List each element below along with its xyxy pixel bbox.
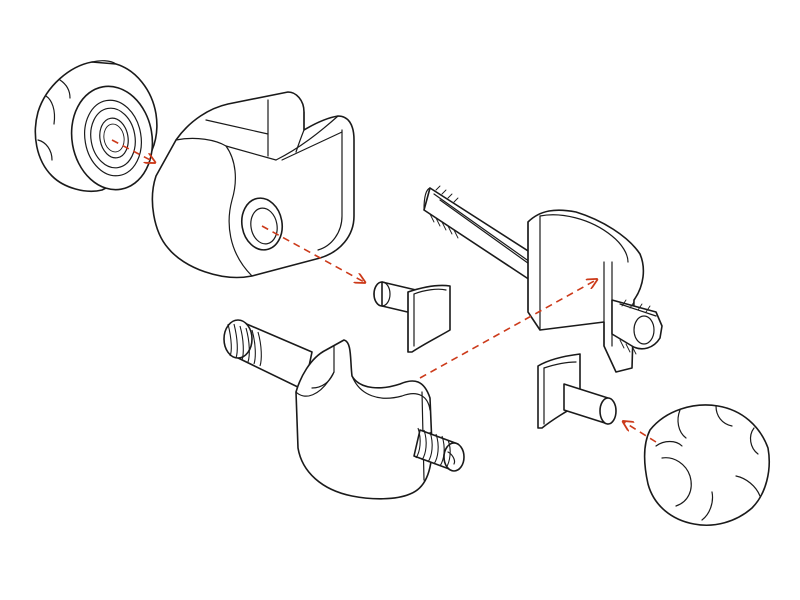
second-clamp-pin [537,353,617,429]
small-clamp-pin [373,281,451,353]
arrow-bracket-to-pin [261,225,364,282]
arrow-knob-to-pin [624,422,657,443]
clevis-bracket [151,91,355,279]
assembly-arrows [111,139,657,443]
rod-serrations [429,185,459,239]
knurled-knob [643,404,771,527]
split-clamp-with-rod [423,185,663,373]
knurled-knob-with-bearing [34,60,158,192]
thread-ridges-left [227,323,262,367]
arrow-body-to-clamp [419,280,596,379]
thread-ridges-right [415,427,451,469]
threaded-clamp-body [223,319,465,500]
arrow-knob-to-bracket [111,139,154,162]
clamp-serrations [619,299,651,355]
